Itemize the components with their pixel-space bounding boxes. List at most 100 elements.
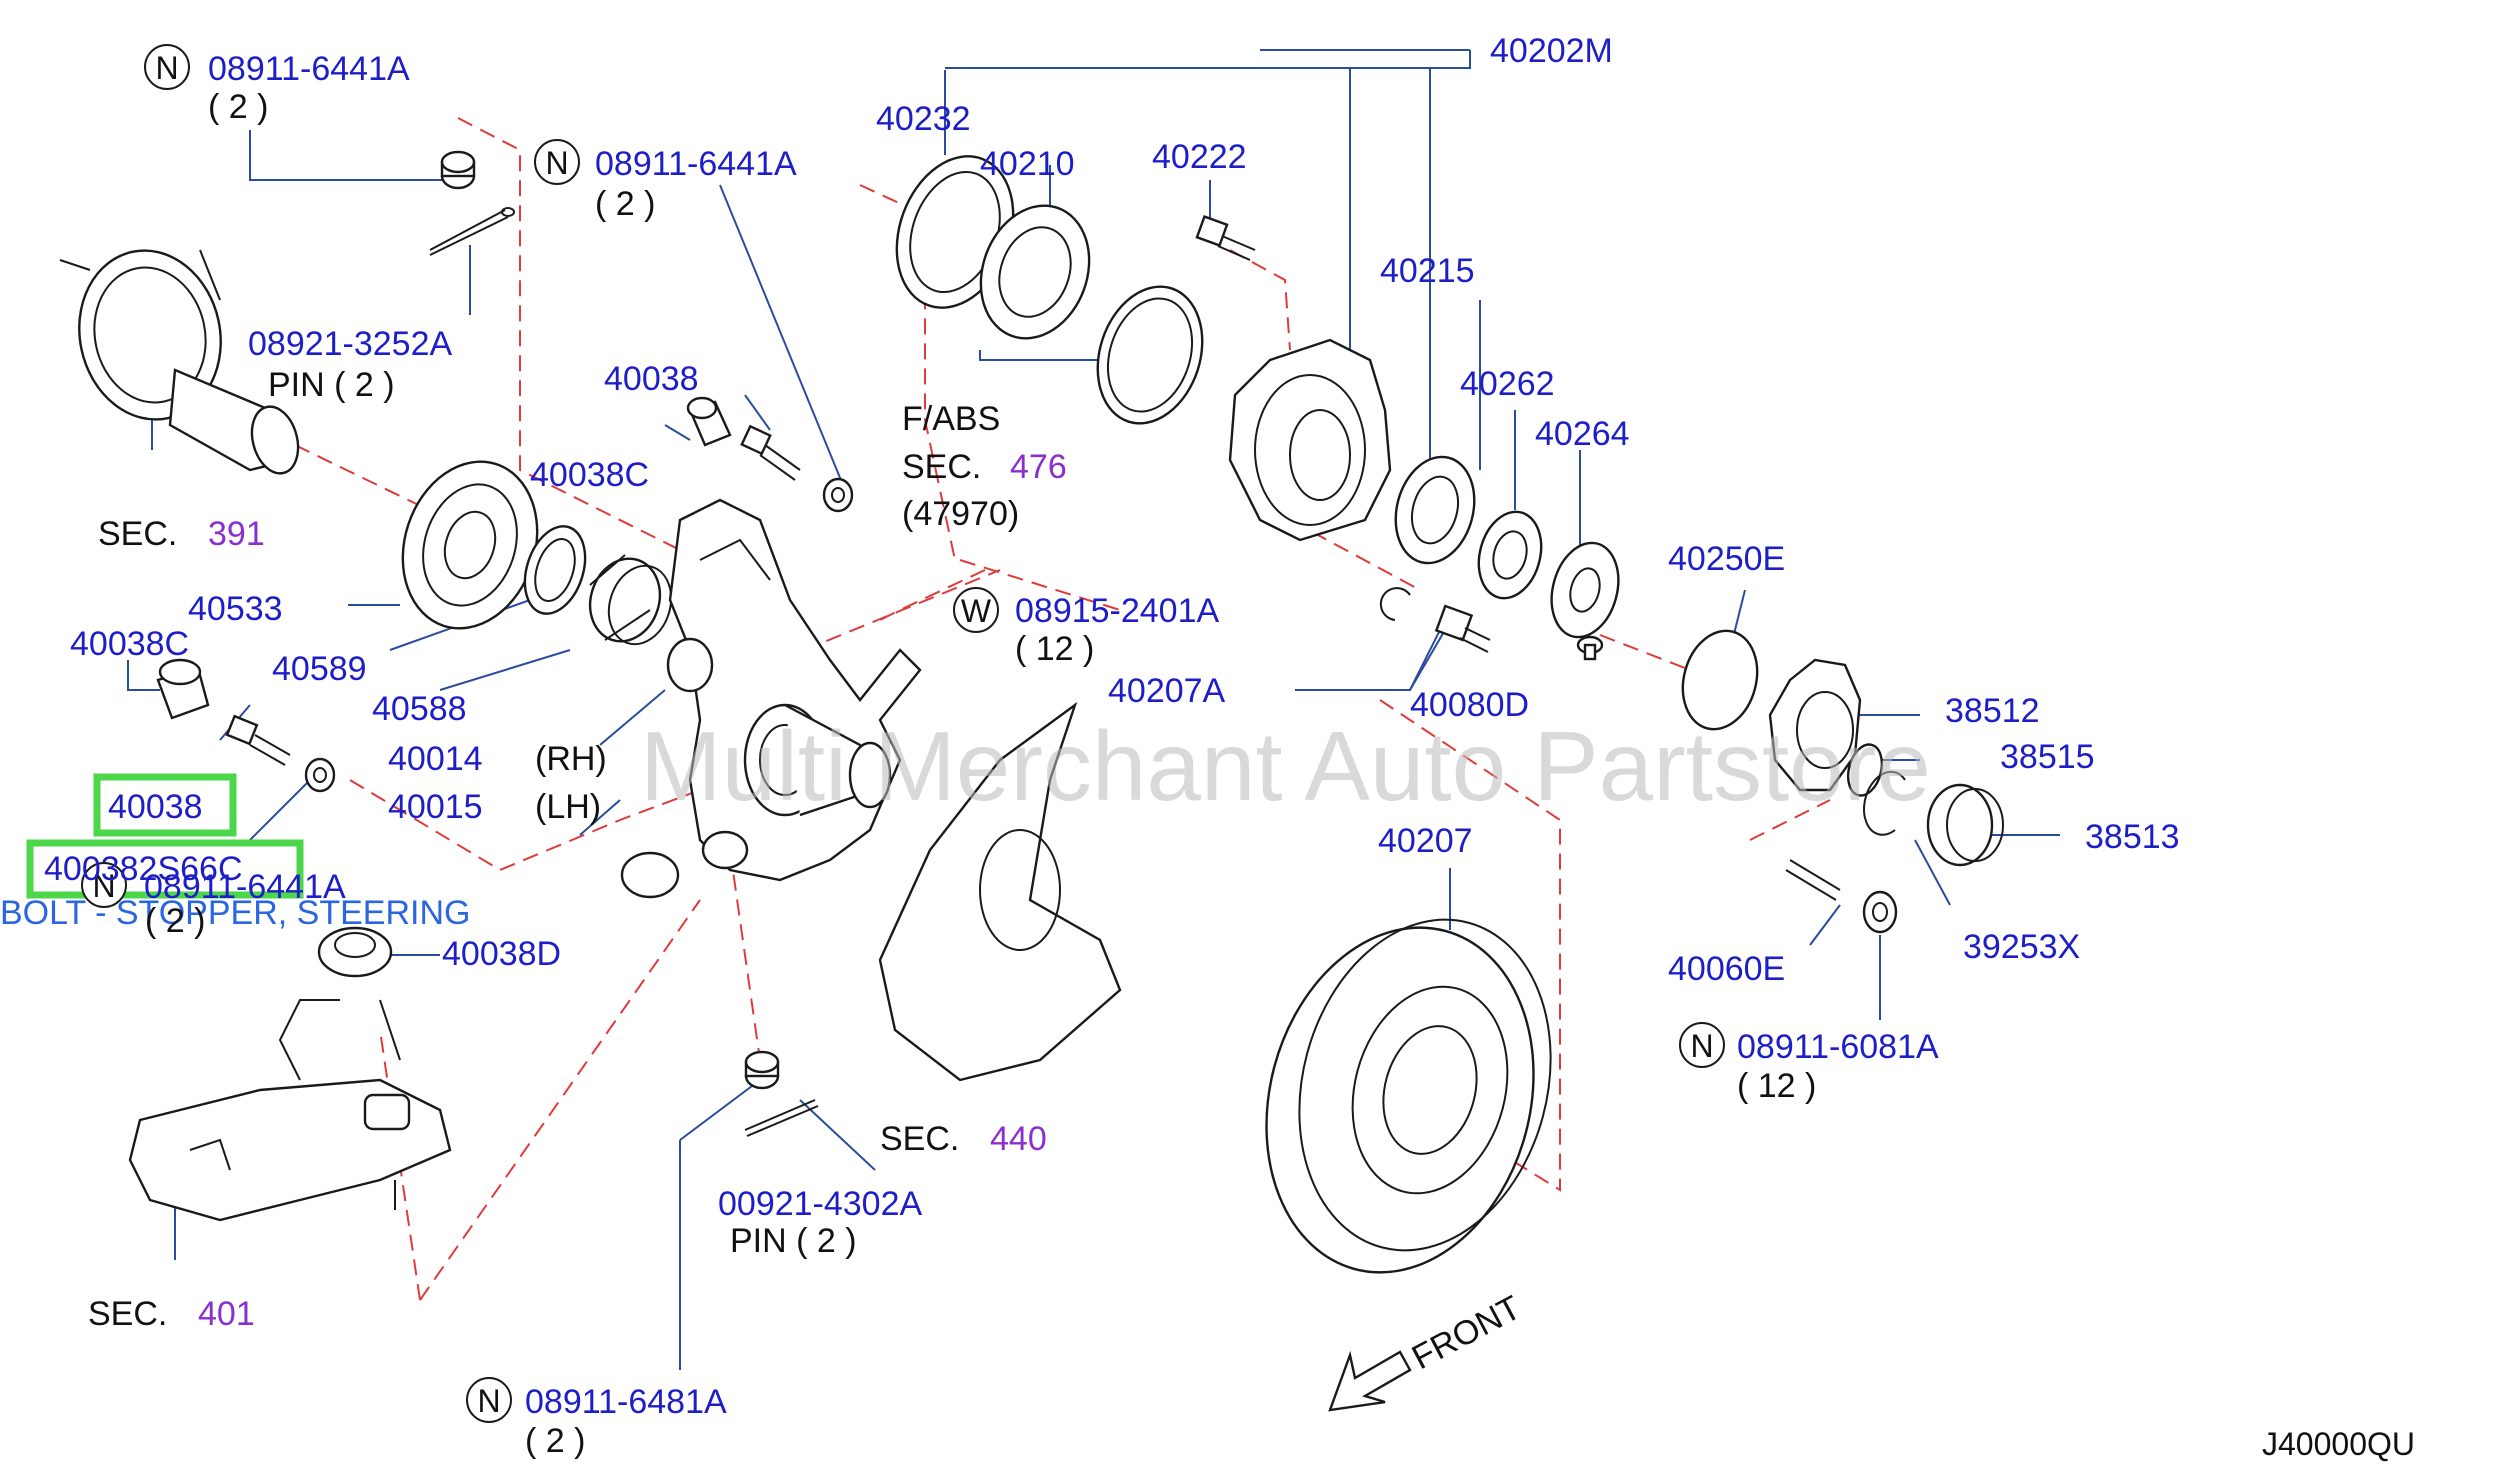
cap-38513 bbox=[1926, 783, 2004, 867]
section-label-440: SEC. bbox=[880, 1120, 959, 1158]
badge-n-low: N bbox=[92, 868, 115, 904]
highlight-box-40038 bbox=[93, 773, 237, 837]
badge-n-top: N bbox=[155, 50, 178, 86]
part-label-40060e[interactable]: 40060E bbox=[1668, 950, 1785, 988]
drive-shaft bbox=[59, 249, 300, 475]
watermark: Multi Merchant Auto Partstore bbox=[640, 711, 1931, 821]
bolt-40038-upper bbox=[740, 424, 801, 481]
part-label-38515[interactable]: 38515 bbox=[2000, 738, 2095, 776]
qty-label: ( 12 ) bbox=[1015, 630, 1094, 668]
part-label-08911-6441a-top[interactable]: 08911-6441A bbox=[208, 50, 410, 88]
nut-00921 bbox=[744, 1050, 780, 1090]
part-label-38512[interactable]: 38512 bbox=[1945, 692, 2040, 730]
snap-ring bbox=[1379, 587, 1411, 621]
fabs-label: F/ABS bbox=[902, 400, 1000, 438]
part-label-40262[interactable]: 40262 bbox=[1460, 365, 1555, 403]
back-plate-sec-440 bbox=[878, 701, 1122, 1082]
part-label-40264[interactable]: 40264 bbox=[1535, 415, 1630, 453]
nut-40038-lower bbox=[304, 757, 336, 793]
part-label-40589[interactable]: 40589 bbox=[272, 650, 367, 688]
knuckle-40014 bbox=[620, 498, 922, 899]
bolt-40038-lower bbox=[225, 714, 291, 766]
part-label-40210[interactable]: 40210 bbox=[980, 145, 1075, 183]
brake-rotor-40207 bbox=[1265, 918, 1552, 1274]
part-label-40533[interactable]: 40533 bbox=[188, 590, 283, 628]
seal-40589 bbox=[523, 525, 587, 615]
qty-label: ( 2 ) bbox=[145, 902, 205, 940]
gasket-40250e bbox=[1681, 629, 1759, 731]
part-label-40232[interactable]: 40232 bbox=[876, 100, 971, 138]
part-label-40080d[interactable]: 40080D bbox=[1410, 686, 1529, 724]
qty-label: ( 12 ) bbox=[1737, 1067, 1816, 1105]
part-label-40207[interactable]: 40207 bbox=[1378, 822, 1473, 860]
stud-40060e bbox=[1785, 859, 1841, 901]
part-label-08921-3252a[interactable]: 08921-3252A bbox=[248, 325, 453, 363]
part-label-38513[interactable]: 38513 bbox=[2085, 818, 2180, 856]
cotter-pin-top bbox=[429, 207, 515, 256]
part-label-40038-upper[interactable]: 40038 bbox=[604, 360, 699, 398]
front-arrow-icon bbox=[1328, 1350, 1412, 1412]
lower-arm-sec-401 bbox=[128, 999, 452, 1222]
part-name-annotation: BOLT - STOPPER, STEERING bbox=[0, 894, 470, 932]
diagram-code: J40000QU bbox=[2262, 1426, 2415, 1462]
section-number-401[interactable]: 401 bbox=[198, 1295, 255, 1333]
washer-40038d bbox=[317, 926, 393, 978]
part-label-400382s66c[interactable]: 400382S66C bbox=[44, 850, 243, 888]
hub-40202m bbox=[1228, 338, 1392, 542]
side-label-rh: (RH) bbox=[535, 740, 607, 778]
part-label-40250e[interactable]: 40250E bbox=[1668, 540, 1785, 578]
part-label-08911-6441a-low[interactable]: 08911-6441A bbox=[144, 868, 346, 906]
section-number-440[interactable]: 440 bbox=[990, 1120, 1047, 1158]
stopper-40038c-lower bbox=[156, 658, 210, 720]
badge-circles bbox=[81, 44, 1725, 1423]
qty-label: ( 2 ) bbox=[595, 185, 655, 223]
part-label-40015[interactable]: 40015 bbox=[388, 788, 483, 826]
stopper-40038c-upper bbox=[686, 396, 732, 447]
small-screw bbox=[1576, 635, 1604, 661]
section-number-476[interactable]: 476 bbox=[1010, 448, 1067, 486]
part-label-40588[interactable]: 40588 bbox=[372, 690, 467, 728]
section-label-391: SEC. bbox=[98, 515, 177, 553]
badge-n-6481a: N bbox=[477, 1383, 500, 1419]
part-label-00921-4302a[interactable]: 00921-4302A bbox=[718, 1185, 923, 1223]
washer-40262 bbox=[1477, 510, 1543, 600]
ref-label-47970: (47970) bbox=[902, 495, 1019, 533]
part-label-40207a[interactable]: 40207A bbox=[1108, 672, 1226, 710]
part-label-08911-6081a[interactable]: 08911-6081A bbox=[1737, 1028, 1939, 1066]
bearing-40588 bbox=[588, 554, 673, 646]
pin-qty-label: PIN ( 2 ) bbox=[730, 1222, 857, 1260]
section-label-401: SEC. bbox=[88, 1295, 167, 1333]
bearing-40210 bbox=[979, 204, 1091, 340]
front-label: FRONT bbox=[1406, 1289, 1527, 1378]
part-label-40222[interactable]: 40222 bbox=[1152, 138, 1247, 176]
part-label-40014[interactable]: 40014 bbox=[388, 740, 483, 778]
free-wheel-hub-38512 bbox=[1768, 658, 1862, 792]
part-label-40038c-lower[interactable]: 40038C bbox=[70, 625, 189, 663]
part-label-08915-2401a[interactable]: 08915-2401A bbox=[1015, 592, 1220, 630]
bolt-40080d bbox=[1434, 604, 1491, 653]
badge-n-mid: N bbox=[545, 145, 568, 181]
qty-label: ( 2 ) bbox=[208, 88, 268, 126]
qty-label: ( 2 ) bbox=[525, 1422, 585, 1460]
side-label-lh: (LH) bbox=[535, 788, 601, 826]
snap-ring-39253x bbox=[1863, 770, 1906, 836]
cotter-pin-00921 bbox=[744, 1099, 819, 1137]
highlight-box-400382s66c bbox=[26, 839, 304, 899]
part-label-40202m[interactable]: 40202M bbox=[1490, 32, 1613, 70]
section-number-391[interactable]: 391 bbox=[208, 515, 265, 553]
lock-washer-40264 bbox=[1550, 541, 1620, 639]
part-label-39253x[interactable]: 39253X bbox=[1963, 928, 2080, 966]
part-label-40215[interactable]: 40215 bbox=[1380, 252, 1475, 290]
nut-40038-upper bbox=[822, 477, 854, 513]
pin-qty-label: PIN ( 2 ) bbox=[268, 366, 395, 404]
part-label-40038c-upper[interactable]: 40038C bbox=[530, 456, 649, 494]
part-label-08911-6481a[interactable]: 08911-6481A bbox=[525, 1383, 727, 1421]
part-label-40038-highlighted[interactable]: 40038 bbox=[108, 788, 203, 826]
nut-top bbox=[440, 150, 476, 190]
hub-bolt-40222 bbox=[1195, 215, 1256, 261]
part-label-08911-6441a-mid[interactable]: 08911-6441A bbox=[595, 145, 797, 183]
abs-ring bbox=[1096, 285, 1204, 425]
part-label-40038d[interactable]: 40038D bbox=[442, 935, 561, 973]
bearing-40215 bbox=[1394, 455, 1476, 565]
